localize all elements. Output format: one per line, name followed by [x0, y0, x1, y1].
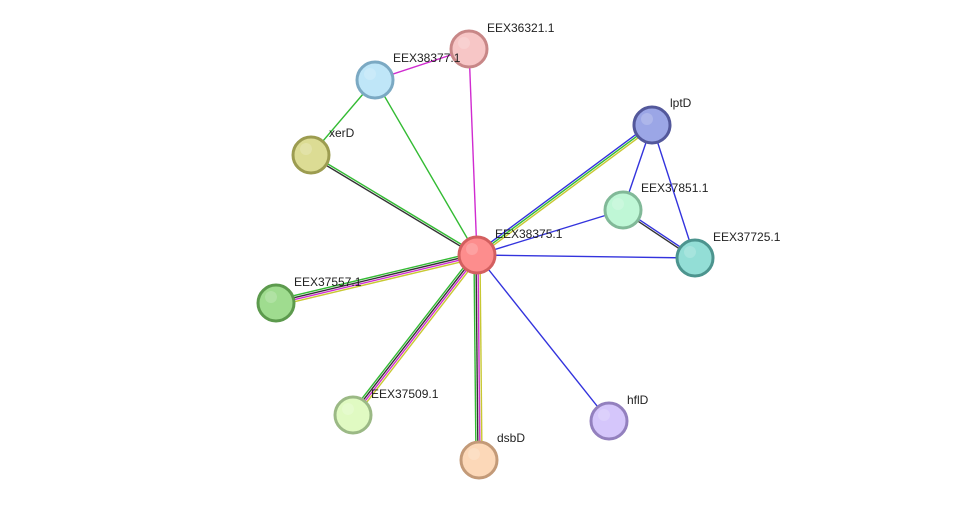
node-eex37509[interactable]: EEX37509.1 — [333, 387, 439, 435]
node-highlight — [265, 291, 277, 303]
edge-strand — [354, 256, 480, 418]
node-eex37725[interactable]: EEX37725.1 — [675, 230, 781, 278]
edge-strand — [477, 126, 654, 258]
node-label: EEX38377.1 — [393, 51, 461, 65]
node-highlight — [468, 448, 480, 460]
node-label: lptD — [670, 96, 692, 110]
edge-strand — [475, 255, 479, 461]
node-highlight — [641, 113, 653, 125]
edge-strand — [476, 209, 624, 256]
edge-strand — [468, 48, 478, 256]
edge-strand — [353, 255, 479, 417]
edge-center-dsbd[interactable] — [473, 254, 483, 461]
node-highlight — [300, 143, 312, 155]
node-circle[interactable] — [603, 190, 643, 230]
edge-strand — [475, 122, 652, 254]
edge-center-eex37851[interactable] — [476, 209, 624, 256]
edge-strand — [479, 254, 483, 460]
node-label: EEX37557.1 — [294, 275, 362, 289]
node-label: EEX37509.1 — [371, 387, 439, 401]
node-highlight — [364, 68, 376, 80]
edge-strand — [276, 255, 478, 305]
node-highlight — [466, 243, 478, 255]
node-label: EEX37851.1 — [641, 181, 709, 195]
node-circle[interactable] — [333, 395, 373, 435]
edge-strand — [276, 257, 478, 307]
node-circle[interactable] — [632, 105, 672, 145]
edge-center-hfld[interactable] — [476, 254, 610, 422]
edge-strand — [477, 254, 481, 460]
edge-center-eex37557[interactable] — [275, 251, 478, 307]
edge-strand — [350, 252, 476, 414]
node-circle[interactable] — [459, 440, 499, 480]
edge-strand — [651, 124, 696, 259]
node-eex38377[interactable]: EEX38377.1 — [355, 51, 461, 100]
edge-center-eex37509[interactable] — [350, 252, 480, 418]
node-hfld[interactable]: hflD — [589, 393, 649, 441]
node-highlight — [684, 246, 696, 258]
edge-center-eex36321[interactable] — [468, 48, 478, 256]
node-circle[interactable] — [457, 235, 497, 275]
edge-strand — [473, 255, 477, 461]
node-lptd[interactable]: lptD — [632, 96, 692, 145]
node-label: dsbD — [497, 431, 525, 445]
edge-strand — [476, 124, 653, 256]
node-circle[interactable] — [589, 401, 629, 441]
edge-strand — [476, 254, 610, 422]
edge-strand — [275, 253, 477, 303]
node-circle[interactable] — [675, 238, 715, 278]
edge-center-xerd[interactable] — [310, 153, 478, 257]
node-label: hflD — [627, 393, 649, 407]
edge-strand — [351, 253, 477, 415]
edge-center-eex38377[interactable] — [374, 79, 478, 256]
node-label: EEX36321.1 — [487, 21, 555, 35]
node-circle[interactable] — [291, 135, 331, 175]
edge-strand — [476, 254, 696, 259]
edge-center-lptd[interactable] — [475, 122, 654, 258]
edge-strand — [275, 251, 477, 301]
edge-strand — [310, 155, 477, 257]
node-label: EEX37725.1 — [713, 230, 781, 244]
edge-strand — [374, 79, 478, 256]
node-label: xerD — [329, 126, 355, 140]
node-label: EEX38375.1 — [495, 227, 563, 241]
node-highlight — [458, 37, 470, 49]
node-highlight — [598, 409, 610, 421]
node-highlight — [612, 198, 624, 210]
node-highlight — [342, 403, 354, 415]
node-dsbd[interactable]: dsbD — [459, 431, 525, 480]
node-eex37851[interactable]: EEX37851.1 — [603, 181, 709, 230]
edge-center-eex37725[interactable] — [476, 254, 696, 259]
node-eex36321[interactable]: EEX36321.1 — [449, 21, 555, 69]
edge-strand — [311, 153, 478, 255]
node-center[interactable]: EEX38375.1 — [457, 227, 563, 275]
node-xerd[interactable]: xerD — [291, 126, 355, 175]
node-eex37557[interactable]: EEX37557.1 — [256, 275, 362, 323]
node-circle[interactable] — [256, 283, 296, 323]
node-circle[interactable] — [355, 60, 395, 100]
node-circle[interactable] — [449, 29, 489, 69]
edge-lptd-eex37725[interactable] — [651, 124, 696, 259]
